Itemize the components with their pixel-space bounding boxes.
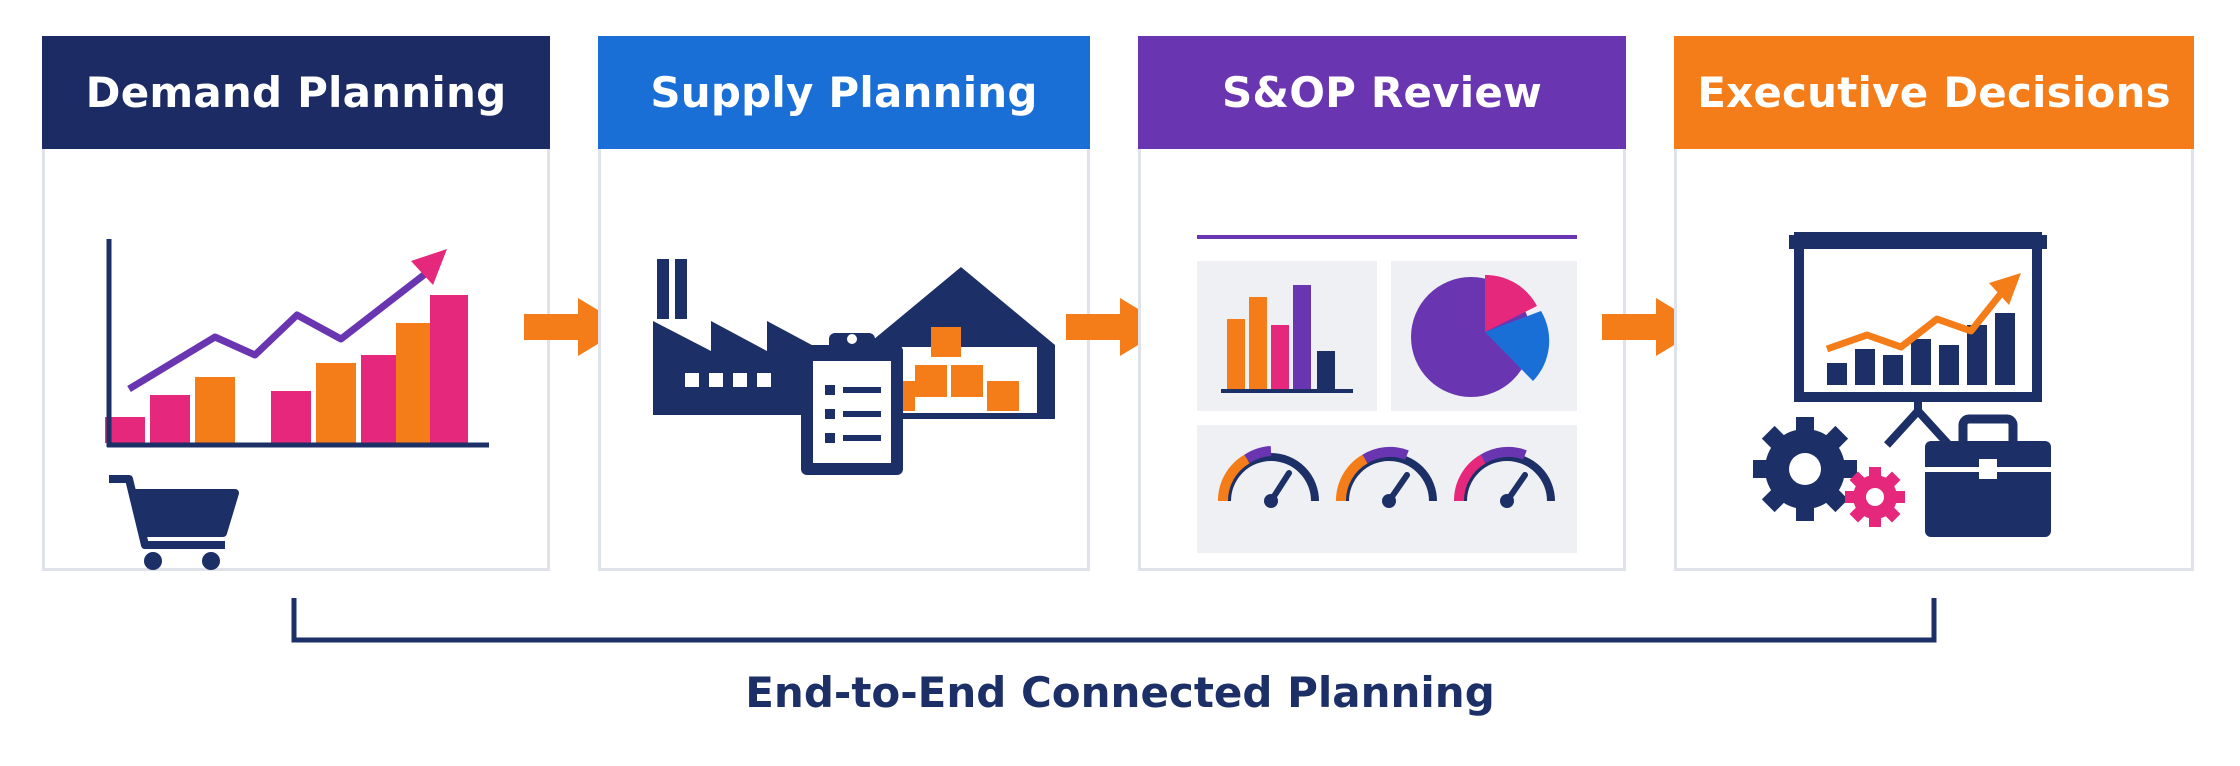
factory-icon <box>653 259 823 415</box>
presentation-board-icon <box>1789 232 2047 448</box>
card-body-demand <box>45 149 547 570</box>
card-title-exec: Executive Decisions <box>1697 68 2171 117</box>
warehouse-icon <box>867 267 1055 419</box>
card-title-supply: Supply Planning <box>650 68 1038 117</box>
footer-label: End-to-End Connected Planning <box>745 668 1495 717</box>
clipboard-icon <box>801 333 903 475</box>
card-body-supply <box>601 149 1087 568</box>
trend-arrow-icon <box>127 249 447 392</box>
card-header-exec: Executive Decisions <box>1674 36 2194 149</box>
briefcase-icon <box>1925 414 2051 537</box>
bar-chart-icon <box>105 239 489 448</box>
card-body-sop <box>1141 149 1623 568</box>
card-executive-decisions: Executive Decisions <box>1674 36 2194 571</box>
card-header-demand: Demand Planning <box>42 36 550 149</box>
bar-chart-icon <box>1197 261 1377 411</box>
card-body-exec <box>1677 149 2191 568</box>
card-title-demand: Demand Planning <box>85 68 507 117</box>
shopping-cart-icon <box>109 475 239 570</box>
gauge-icon <box>1197 425 1577 553</box>
card-supply-planning: Supply Planning <box>598 36 1090 571</box>
card-header-sop: S&OP Review <box>1138 36 1626 149</box>
card-demand-planning: Demand Planning <box>42 36 550 571</box>
card-title-sop: S&OP Review <box>1221 68 1543 117</box>
pie-chart-icon <box>1391 261 1577 411</box>
card-sop-review: S&OP Review <box>1138 36 1626 571</box>
card-header-supply: Supply Planning <box>598 36 1090 149</box>
gears-icon <box>1753 417 1905 527</box>
